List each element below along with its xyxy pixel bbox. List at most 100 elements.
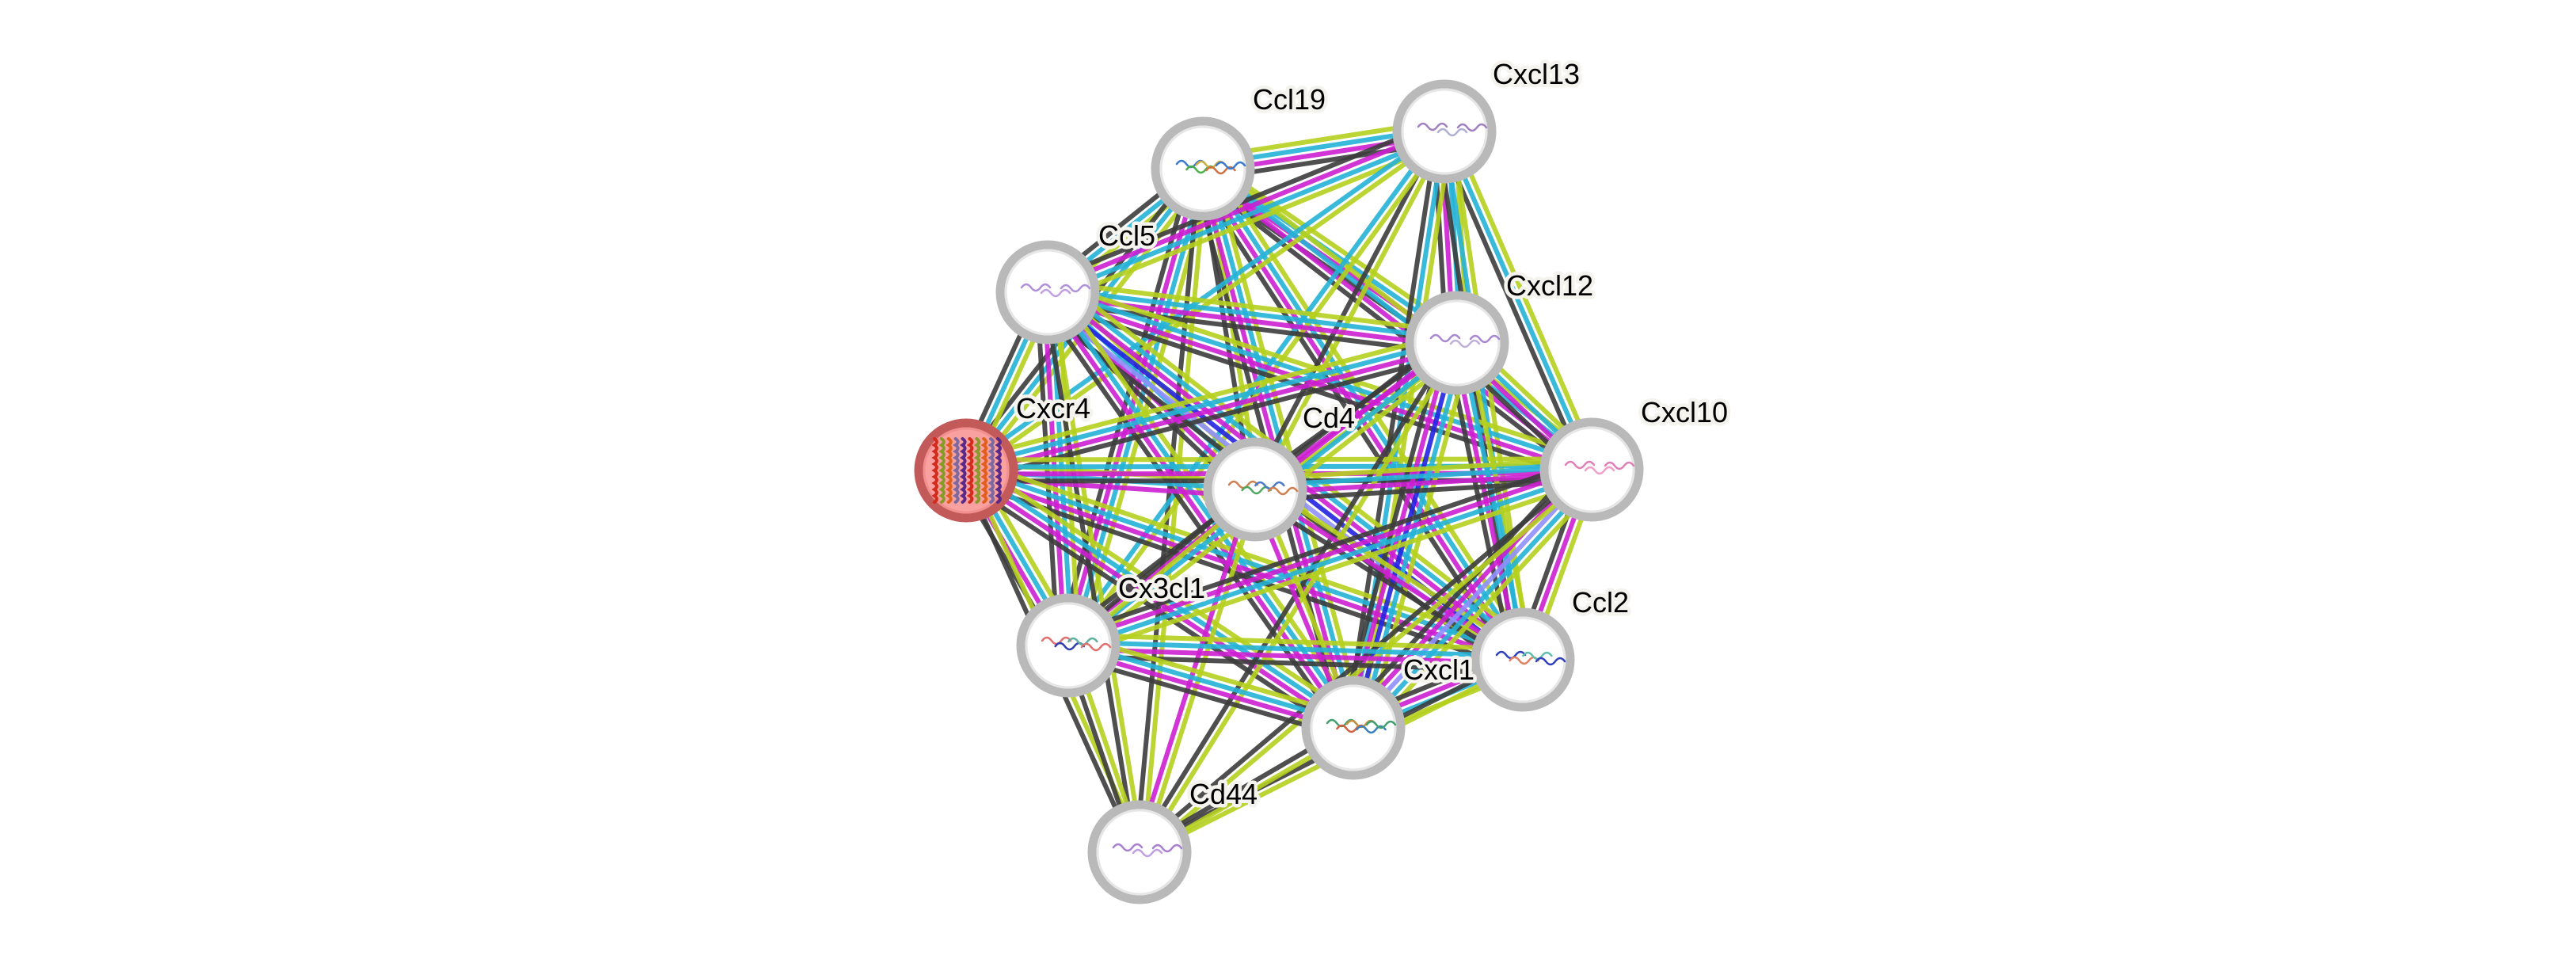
- protein-structure-icon: [1227, 480, 1299, 496]
- node-inner-shadow: [1414, 299, 1501, 386]
- structure-strand: [953, 437, 960, 504]
- edge-line-database: [1048, 286, 1458, 342]
- edge-cxcl10-cx3cl1[interactable]: [1064, 457, 1596, 658]
- edge-line-experiment: [1346, 463, 1589, 725]
- edge-line-textmining: [970, 459, 1361, 722]
- edge-line-database: [1048, 132, 1447, 298]
- structure-strand: [973, 437, 981, 504]
- edge-line-coexpression: [958, 477, 1349, 739]
- edge-line-experiment: [1066, 463, 1592, 645]
- node-label-cxcl1: Cxcl1: [1403, 653, 1474, 686]
- edge-line-textmining: [1211, 165, 1366, 726]
- edge-line-database: [966, 465, 1357, 727]
- node-inner-shadow: [1310, 684, 1397, 771]
- structure-strand: [1040, 288, 1071, 298]
- edge-line-database: [1068, 639, 1524, 659]
- node-circle[interactable]: [1301, 676, 1406, 780]
- structure-strand: [1132, 848, 1163, 858]
- protein-structure-icon: [1495, 650, 1566, 666]
- structure-strand: [966, 437, 974, 504]
- structure-strand: [1456, 123, 1488, 132]
- node-inner-shadow: [923, 427, 1010, 514]
- structure-strand: [1205, 166, 1236, 175]
- edge-line-textmining: [966, 132, 1448, 476]
- node-ccl19[interactable]: [1151, 116, 1255, 221]
- edge-line-textmining: [1448, 128, 1601, 468]
- protein-structure-icon: [1326, 718, 1397, 734]
- node-circle[interactable]: [1151, 116, 1255, 221]
- edge-line-textmining: [1071, 477, 1596, 658]
- node-cxcr4[interactable]: [914, 418, 1018, 523]
- node-circle[interactable]: [995, 240, 1100, 345]
- edge-line-textmining: [1254, 456, 1592, 482]
- edge-line-experiment: [964, 471, 1523, 666]
- protein-structure-icon: [1564, 460, 1635, 475]
- protein-structure-icon: [1041, 636, 1112, 652]
- node-cxcl13[interactable]: [1392, 79, 1497, 184]
- node-inner-shadow: [1096, 809, 1183, 896]
- edge-line-database: [1048, 288, 1359, 728]
- node-label-cxcl12: Cxcl12: [1506, 269, 1593, 302]
- edge-line-database: [1068, 470, 1594, 652]
- edge-line-coexpression: [1064, 457, 1589, 638]
- edge-line-textmining: [1068, 632, 1524, 652]
- node-inner-shadow: [1025, 602, 1112, 689]
- structure-strand: [980, 437, 988, 504]
- edge-line-textmining: [1050, 139, 1450, 305]
- node-cd4[interactable]: [1203, 437, 1307, 542]
- node-inner-shadow: [1479, 616, 1566, 703]
- node-circle[interactable]: [1405, 291, 1509, 395]
- node-cx3cl1[interactable]: [1016, 593, 1121, 698]
- structure-strand: [1469, 334, 1501, 344]
- edge-line-textmining: [1050, 280, 1596, 463]
- structure-strand: [1151, 843, 1183, 853]
- node-circle[interactable]: [1016, 593, 1121, 698]
- edge-ccl19-cd44[interactable]: [1133, 168, 1209, 853]
- node-label-ccl19: Ccl19: [1253, 83, 1326, 116]
- node-label-ccl2: Ccl2: [1572, 586, 1629, 619]
- edge-line-experiment: [966, 344, 1459, 477]
- node-cxcl1[interactable]: [1301, 676, 1406, 780]
- node-cd44[interactable]: [1087, 800, 1192, 904]
- edge-line-textmining: [1140, 343, 1463, 855]
- edge-cd4-ccl2[interactable]: [1250, 481, 1528, 668]
- node-circle[interactable]: [1392, 79, 1497, 184]
- structure-strand: [1535, 657, 1566, 666]
- edge-cxcl13-cd4[interactable]: [1250, 128, 1450, 493]
- node-inner-shadow: [1212, 446, 1299, 533]
- node-circle[interactable]: [1203, 437, 1307, 542]
- node-ccl2[interactable]: [1471, 607, 1575, 712]
- edge-line-coexpression: [1341, 458, 1584, 720]
- structure-strand: [1060, 284, 1091, 293]
- edge-line-experiment: [1344, 340, 1453, 727]
- protein-structure-icon: [1417, 122, 1488, 137]
- node-circle[interactable]: [1539, 417, 1644, 522]
- node-cxcl10[interactable]: [1539, 417, 1644, 522]
- protein-structure-icon: [931, 437, 1002, 504]
- edge-line-textmining: [1256, 131, 1450, 493]
- edge-line-coexpression: [1250, 128, 1444, 489]
- edge-line-coexpression: [1041, 292, 1139, 854]
- edge-line-coexpression: [1194, 175, 1587, 481]
- edge-line-textmining: [1048, 279, 1459, 335]
- structure-strand: [1436, 128, 1468, 137]
- edge-line-coexpression: [1250, 493, 1520, 668]
- structure-strand: [995, 437, 1002, 504]
- structure-strand: [987, 437, 995, 504]
- node-label-cxcl13: Cxcl13: [1493, 58, 1580, 90]
- protein-structure-icon: [1429, 333, 1501, 348]
- edge-line-database: [1356, 473, 1599, 735]
- protein-structure-icon: [1112, 843, 1183, 858]
- structure-strand: [1020, 283, 1052, 292]
- structure-strand: [938, 437, 946, 504]
- edge-line-coexpression: [1344, 130, 1440, 728]
- structure-strand: [1604, 461, 1635, 470]
- node-circle[interactable]: [1087, 800, 1192, 904]
- node-cxcl12[interactable]: [1405, 291, 1509, 395]
- node-circle[interactable]: [1471, 607, 1575, 712]
- edge-line-database: [965, 337, 1457, 470]
- node-ccl5[interactable]: [995, 240, 1100, 345]
- edge-line-textmining: [1207, 158, 1465, 337]
- structure-strand: [1449, 339, 1481, 348]
- edge-line-database: [1442, 130, 1594, 471]
